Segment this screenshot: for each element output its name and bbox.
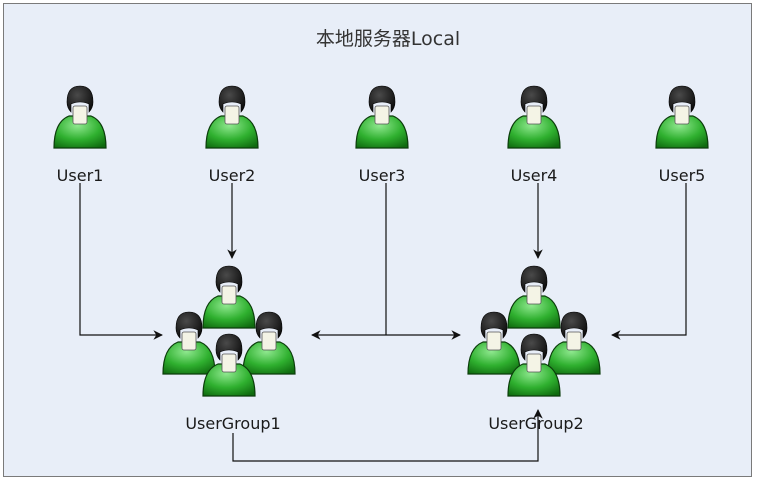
- user-label: User3: [359, 166, 406, 185]
- connector-user5-group2: [611, 183, 687, 340]
- local-server-frame: [3, 3, 752, 477]
- diagram-title: 本地服务器Local: [316, 28, 460, 50]
- user-node-2: User2: [205, 85, 259, 185]
- user-group-node-2: UserGroup2: [467, 265, 601, 433]
- group-icon: [467, 265, 601, 397]
- user-label: User4: [511, 166, 558, 185]
- user-node-3: User3: [355, 85, 409, 185]
- user-icon: [655, 85, 709, 149]
- group-icon: [162, 265, 296, 397]
- connector-group1-group2: [232, 409, 543, 462]
- user-icon: [53, 85, 107, 149]
- group-label: UserGroup2: [488, 414, 583, 433]
- connectors: [79, 183, 687, 462]
- user-icon: [355, 85, 409, 149]
- user-label: User1: [57, 166, 104, 185]
- user-node-5: User5: [655, 85, 709, 185]
- user-icon: [507, 85, 561, 149]
- user-label: User5: [659, 166, 706, 185]
- user-label: User2: [209, 166, 256, 185]
- group-label: UserGroup1: [185, 414, 280, 433]
- user-node-1: User1: [53, 85, 107, 185]
- user-icon: [205, 85, 259, 149]
- connector-user1-group1: [79, 183, 163, 340]
- user-group-node-1: UserGroup1: [162, 265, 296, 433]
- user-node-4: User4: [507, 85, 561, 185]
